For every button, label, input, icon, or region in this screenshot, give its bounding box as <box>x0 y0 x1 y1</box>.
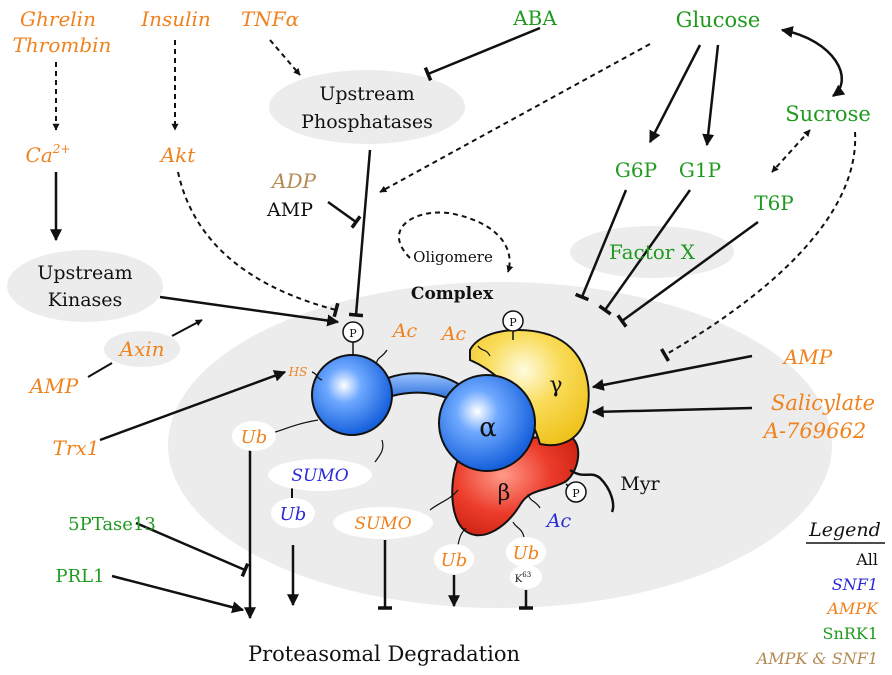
ub-label-k63: Ub <box>513 543 540 564</box>
k63-label: K63 <box>515 571 531 585</box>
5ptase13-label: 5PTase13 <box>68 514 156 535</box>
acetyl-label-gamma: Ac <box>440 323 467 345</box>
a769662-label: A-769662 <box>762 419 866 443</box>
legend-all: All <box>855 550 878 569</box>
upstream-kinases-bubble <box>7 250 163 322</box>
upstream-phosphatases-label-2: Phosphatases <box>301 111 433 133</box>
phospho-sites: P P P <box>342 310 587 503</box>
ub-label-snf1: Ub <box>280 504 307 525</box>
thrombin-label: Thrombin <box>13 33 112 57</box>
legend-snrk1: SnRK1 <box>823 624 878 643</box>
amp-left-label: AMP <box>28 374 79 398</box>
phospho-site-beta <box>565 481 587 503</box>
oligomere-label: Oligomere <box>413 248 493 266</box>
sumo-label-snf1: SUMO <box>291 466 348 486</box>
upstream-phosphatases-bubble <box>269 70 465 144</box>
beta-label: β <box>498 481 511 506</box>
akt-label: Akt <box>159 143 197 167</box>
glucose-label: Glucose <box>676 8 761 32</box>
ghrelin-label: Ghrelin <box>20 7 96 31</box>
ca2-label: Ca2+ <box>26 142 71 167</box>
pathway-edges <box>50 26 857 620</box>
legend-title: Legend <box>808 519 881 541</box>
alpha-subunit <box>438 374 536 472</box>
acetyl-label-alpha: Ac <box>391 320 418 342</box>
proteasomal-degradation-label: Proteasomal Degradation <box>248 642 520 666</box>
prl1-label: PRL1 <box>55 566 104 587</box>
amp-right-label: AMP <box>782 345 833 369</box>
g1p-label: G1P <box>679 158 721 182</box>
salicylate-label: Salicylate <box>771 391 875 415</box>
complex-label: Complex <box>411 284 494 304</box>
amp-mid-label: AMP <box>266 199 313 221</box>
trx1-label: Trx1 <box>53 436 100 460</box>
phospho-site-gamma <box>502 310 524 332</box>
legend-ampk: AMPK <box>825 599 879 618</box>
legend-ampk-snf1: AMPK & SNF1 <box>755 649 878 668</box>
insulin-label: Insulin <box>140 7 211 31</box>
alpha-label: α <box>479 413 497 443</box>
hs-label: HS <box>288 365 308 379</box>
phospho-site-alpha <box>342 321 364 343</box>
ub-label-beta: Ub <box>441 550 468 571</box>
factor-x-label: Factor X <box>609 240 696 264</box>
phospho-label: P <box>572 487 580 500</box>
sumo-label-ampk: SUMO <box>354 514 411 534</box>
phospho-label: P <box>349 327 357 340</box>
axin-label: Axin <box>118 337 165 361</box>
ampk-complex <box>267 329 615 546</box>
t6p-label: T6P <box>754 191 794 215</box>
gamma-label: γ <box>549 373 562 398</box>
upstream-kinases-label-2: Kinases <box>48 289 123 311</box>
g6p-label: G6P <box>615 158 657 182</box>
alpha-kinase-domain <box>311 354 393 436</box>
phospho-label: P <box>509 316 517 329</box>
acetyl-label-beta: Ac <box>545 510 572 532</box>
modification-bubbles <box>232 421 546 589</box>
ub-label-ampk: Ub <box>241 427 268 448</box>
tnfa-label: TNFα <box>241 7 300 31</box>
adp-label: ADP <box>270 169 316 193</box>
myr-label: Myr <box>620 473 660 495</box>
upstream-phosphatases-label: Upstream <box>319 83 414 105</box>
aba-label: ABA <box>512 6 557 30</box>
axin-bubble <box>104 331 180 367</box>
sucrose-label: Sucrose <box>785 102 871 126</box>
legend-snf1: SNF1 <box>832 575 878 594</box>
factor-x-bubble <box>570 226 734 278</box>
upstream-kinases-label: Upstream <box>37 262 132 284</box>
